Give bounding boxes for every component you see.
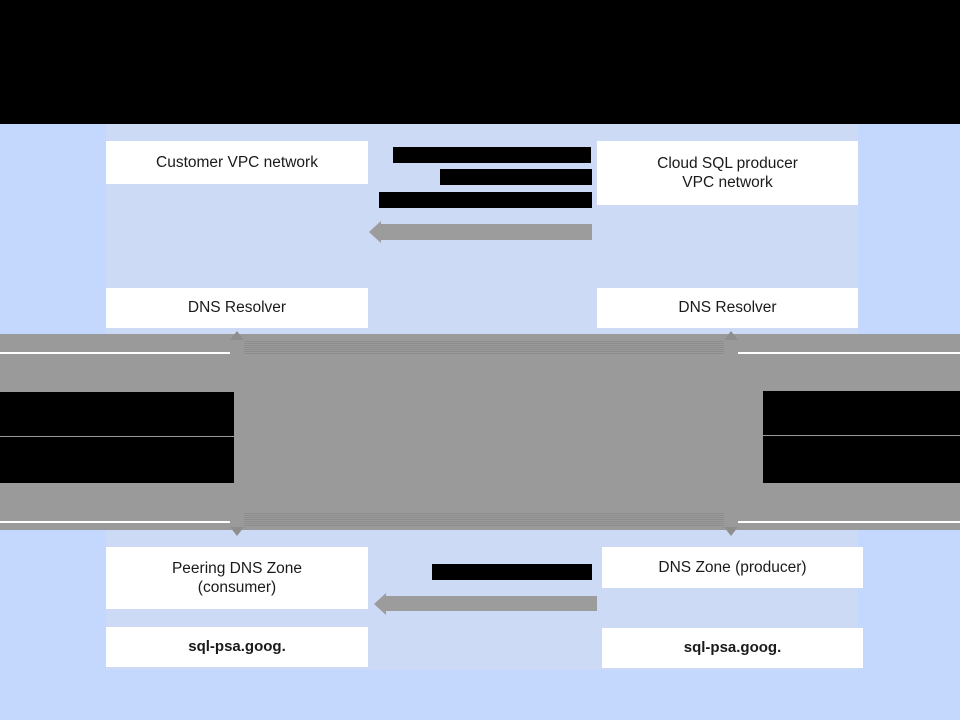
node-customer-vpc-network[interactable]: Customer VPC network: [106, 141, 368, 184]
redaction-left-band-block-2: [0, 437, 234, 483]
band-rule-bottom-left: [0, 521, 230, 523]
redaction-right-band-block-1: [763, 391, 960, 435]
node-dns-zone-producer-label: DNS Zone (producer): [658, 558, 807, 576]
band-rule-top-left: [0, 352, 230, 354]
redaction-header-banner: [0, 0, 960, 124]
node-producer-domain-label: sql-psa.goog.: [683, 638, 782, 656]
redaction-right-band-block-2: [763, 436, 960, 483]
band-rule-bottom-right: [738, 521, 960, 523]
redaction-top-center-line-3: [379, 192, 592, 208]
producer-to-consumer-top-arrow: [380, 224, 592, 240]
consumer-resolver-up-arrowhead: [230, 331, 244, 340]
node-producer-domain-sql-psa-goog[interactable]: sql-psa.goog.: [602, 628, 863, 668]
node-consumer-dns-resolver[interactable]: DNS Resolver: [106, 288, 368, 328]
band-rule-top-right: [738, 352, 960, 354]
redaction-bottom-center-line-1: [432, 564, 592, 580]
node-cloud-sql-producer-vpc-network-label: Cloud SQL producer VPC network: [657, 154, 798, 191]
node-dns-zone-producer[interactable]: DNS Zone (producer): [602, 547, 863, 588]
node-producer-dns-resolver[interactable]: DNS Resolver: [597, 288, 858, 328]
producer-resolver-up-arrowhead: [724, 331, 738, 340]
node-consumer-dns-resolver-label: DNS Resolver: [187, 299, 287, 317]
producer-to-consumer-bottom-arrow: [385, 596, 597, 611]
node-customer-vpc-network-label: Customer VPC network: [156, 153, 318, 171]
node-producer-dns-resolver-label: DNS Resolver: [678, 299, 777, 317]
redaction-top-center-line-1: [393, 147, 591, 163]
band-channel-bottom: [244, 512, 724, 526]
redaction-top-center-line-2: [440, 169, 592, 185]
node-peering-dns-zone-consumer[interactable]: Peering DNS Zone (consumer): [106, 547, 368, 609]
node-consumer-domain-sql-psa-goog[interactable]: sql-psa.goog.: [106, 627, 368, 667]
consumer-zone-down-arrowhead: [230, 527, 244, 536]
node-consumer-domain-label: sql-psa.goog.: [188, 637, 286, 655]
redaction-left-band-block-1: [0, 392, 234, 436]
node-cloud-sql-producer-vpc-network[interactable]: Cloud SQL producer VPC network: [597, 141, 858, 205]
producer-zone-down-arrowhead: [724, 527, 738, 536]
band-channel-top: [244, 340, 724, 354]
node-peering-dns-zone-consumer-label: Peering DNS Zone (consumer): [171, 559, 303, 596]
